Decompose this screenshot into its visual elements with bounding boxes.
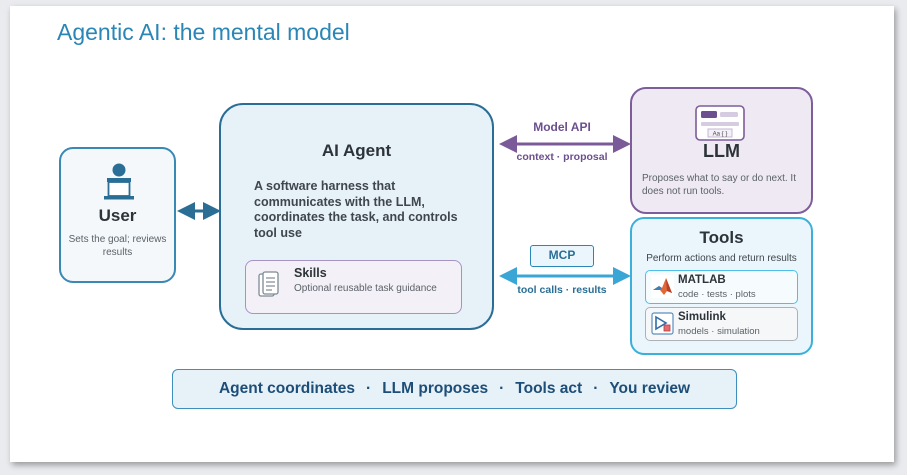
summary-separator: · <box>366 380 372 397</box>
user-box: User Sets the goal; reviews results <box>59 147 176 283</box>
summary-item: Agent coordinates <box>218 380 356 397</box>
mcp-badge: MCP <box>530 245 594 267</box>
document-stack-icon <box>258 271 279 297</box>
tools-title: Tools <box>699 228 744 247</box>
matlab-icon <box>651 275 674 298</box>
model-api-sublabel: context · proposal <box>516 151 608 163</box>
page-title: Agentic AI: the mental model <box>57 19 350 45</box>
simulink-icon <box>651 312 674 335</box>
tool-sub: code · tests · plots <box>678 289 756 300</box>
skills-box: Skills Optional reusable task guidance <box>245 260 462 314</box>
summary-bar: Agent coordinates · LLM proposes · Tools act… <box>172 369 737 409</box>
tool-sub: models · simulation <box>678 326 760 337</box>
tools-box: Tools Perform actions and return results… <box>630 217 813 355</box>
tools-description: Perform actions and return results <box>646 253 797 264</box>
llm-box: Aa { } LLM Proposes what to say or do ne… <box>630 87 813 214</box>
tool-name: MATLAB <box>678 274 726 286</box>
llm-title: LLM <box>703 141 740 161</box>
summary-item: You review <box>609 380 691 397</box>
skills-description: Optional reusable task guidance <box>294 283 437 294</box>
agent-box: AI Agent A software harness that communi… <box>219 103 494 330</box>
summary-separator: · <box>499 380 505 397</box>
agent-title: AI Agent <box>321 141 392 160</box>
user-description: Sets the goal; reviews results <box>68 234 167 258</box>
summary-item: LLM proposes <box>382 380 489 397</box>
llm-description: Proposes what to say or do next. It does… <box>642 173 796 197</box>
tool-name: Simulink <box>678 311 726 323</box>
summary-separator: · <box>593 380 599 397</box>
summary-item: Tools act <box>515 380 583 397</box>
mcp-sublabel: tool calls · results <box>517 284 607 296</box>
user-title: User <box>98 206 137 225</box>
chat-window-icon: Aa { } <box>695 105 745 141</box>
tool-card-matlab: MATLAB code · tests · plots <box>645 270 798 304</box>
llm-icon-text: Aa { } <box>713 132 728 138</box>
skills-title: Skills <box>294 266 327 280</box>
model-api-label: Model API <box>533 120 591 134</box>
agent-description: A software harness that communicates wit… <box>254 179 458 240</box>
tool-card-simulink: Simulink models · simulation <box>645 307 798 341</box>
person-at-laptop-icon <box>104 163 134 200</box>
